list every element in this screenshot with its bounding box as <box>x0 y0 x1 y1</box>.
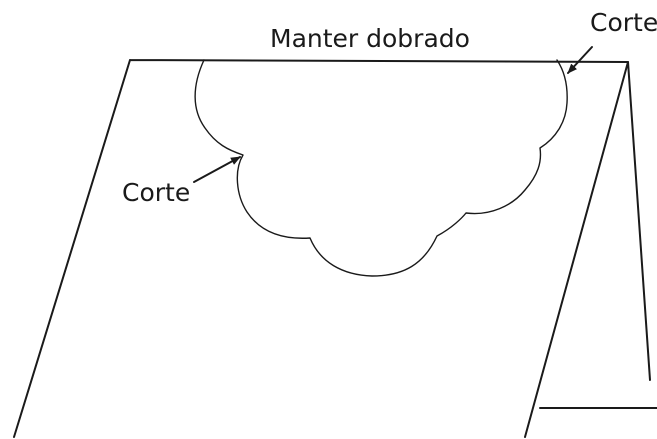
cloud-cut-outline <box>194 59 568 277</box>
fold-label: Manter dobrado <box>270 24 470 53</box>
card-front-panel <box>13 59 629 438</box>
card-back-panel <box>539 61 657 409</box>
cut-top-label: Corte <box>590 8 657 37</box>
cut-top-arrow <box>567 46 593 74</box>
cut-left-label: Corte <box>122 178 190 207</box>
cut-left-arrow <box>193 156 241 183</box>
